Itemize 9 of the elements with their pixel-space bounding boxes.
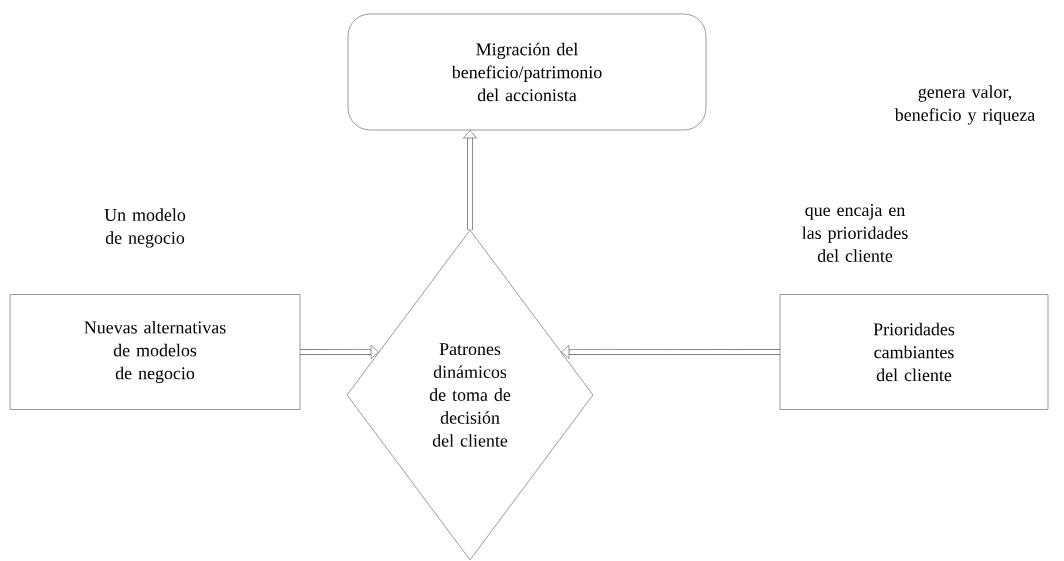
- process-box: Migración del beneficio/patrimonio del accionista: [347, 13, 707, 131]
- process-box: Nuevas alternativas de modelos de negocio: [9, 294, 301, 410]
- block-arrow: [463, 130, 477, 230]
- note-text: que encaja en las prioridades del cliente: [802, 204, 908, 262]
- block-arrow: [300, 345, 379, 359]
- note-text: Un modelo de negocio: [104, 208, 186, 248]
- block-arrow: [561, 345, 780, 359]
- process-box: Prioridades cambiantes del cliente: [779, 294, 1049, 410]
- note-text: genera valor, beneficio y riqueza: [894, 85, 1035, 125]
